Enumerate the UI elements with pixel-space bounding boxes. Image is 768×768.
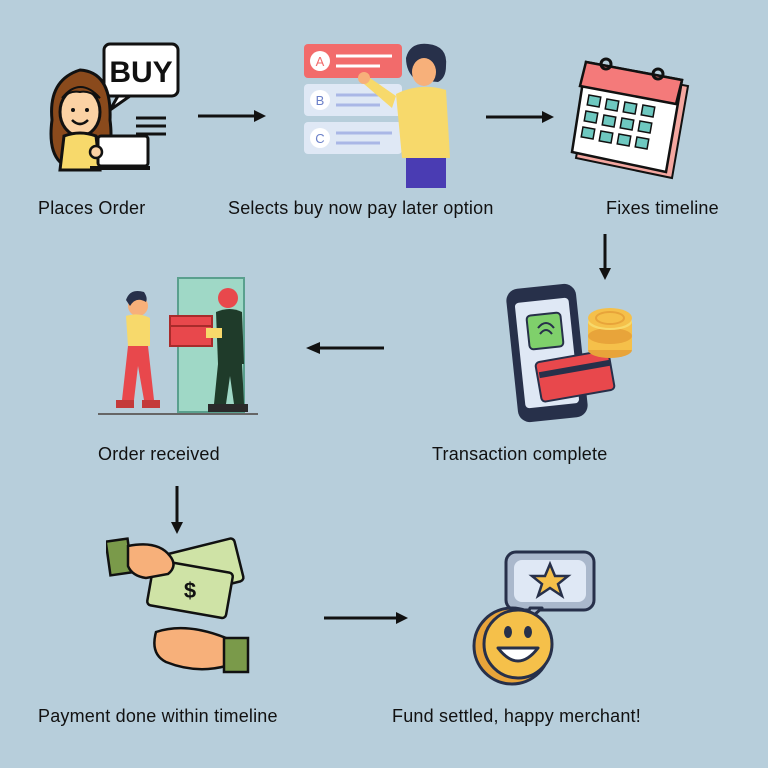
arrow-right-2: [486, 111, 554, 123]
option-c-text: C: [315, 131, 324, 146]
arrow-right-3: [324, 612, 408, 624]
option-b-text: B: [316, 93, 325, 108]
step-label-payment-done: Payment done within timeline: [38, 706, 278, 726]
phone-card-payment-icon: [506, 283, 632, 423]
step-label-order-received: Order received: [98, 444, 220, 464]
happy-coin-star-icon: [472, 550, 596, 686]
dollar-sign-text: $: [184, 578, 196, 603]
step-label-transaction-complete: Transaction complete: [432, 444, 608, 464]
package-delivery-icon: [98, 277, 258, 415]
step-label-fixes-timeline: Fixes timeline: [606, 198, 719, 218]
arrow-down-2: [171, 486, 183, 534]
arrow-down-1: [599, 234, 611, 280]
calendar-icon: [570, 57, 690, 180]
step-label-places-order: Places Order: [38, 198, 146, 218]
arrow-left-1: [306, 342, 384, 354]
buy-sign-woman-icon: BUY: [49, 42, 180, 172]
option-select-person-icon: A B C: [304, 43, 450, 188]
buy-sign-text: BUY: [109, 56, 172, 89]
option-a-text: A: [316, 54, 325, 69]
step-label-fund-settled: Fund settled, happy merchant!: [392, 706, 641, 726]
step-label-selects-option: Selects buy now pay later option: [228, 198, 494, 218]
arrow-right-1: [198, 110, 266, 122]
cash-handover-icon: $: [106, 537, 250, 674]
